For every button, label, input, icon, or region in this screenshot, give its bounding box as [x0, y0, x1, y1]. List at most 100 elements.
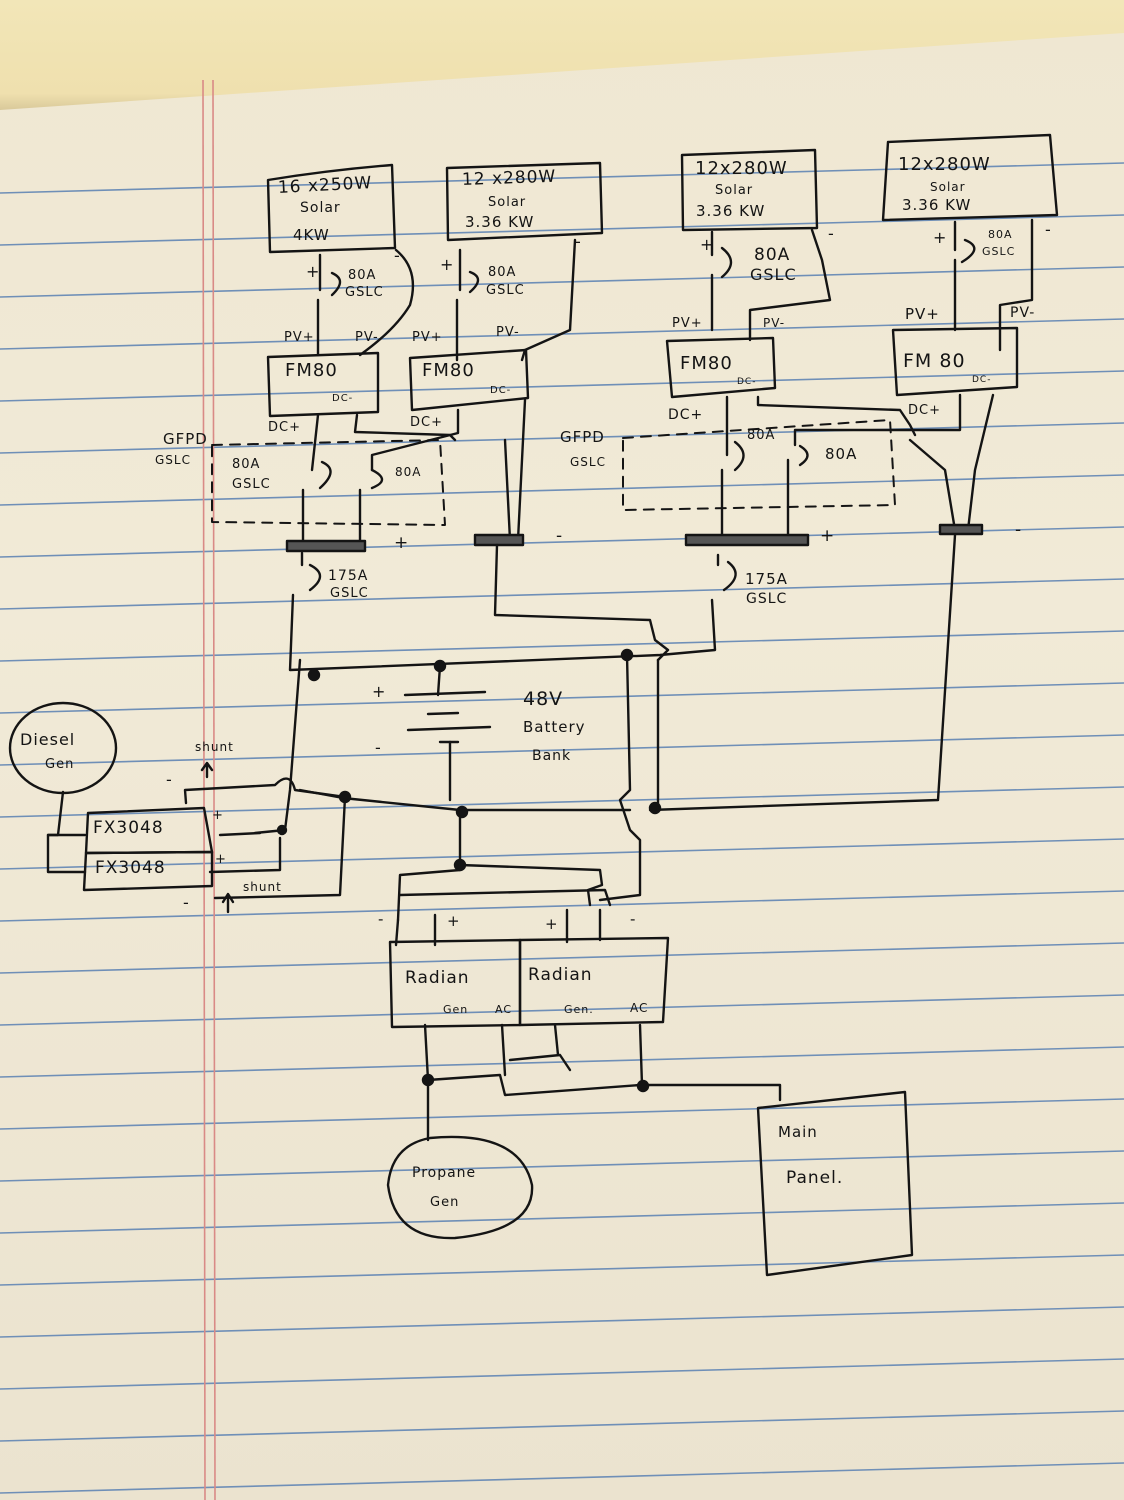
gfpd-1-sublabel: GSLC [155, 453, 191, 467]
array-breaker-1-type: GSLC [345, 285, 384, 300]
ruled-line [0, 162, 1124, 194]
minus-sign: - [394, 246, 401, 265]
array-breaker-2-type: GSLC [486, 283, 525, 298]
wire [908, 438, 957, 532]
ruled-line [0, 474, 1124, 506]
solar-array-box-3 [680, 148, 819, 232]
ruled-line [0, 370, 1124, 402]
propane-gen-line2: Gen [430, 1195, 460, 1210]
ruled-line [0, 1202, 1124, 1234]
solar-array-4-qty: 12x280W [898, 154, 991, 175]
shunt-arrow-icon [221, 892, 235, 914]
wire [370, 408, 460, 472]
wire [283, 658, 302, 832]
wire [748, 228, 832, 342]
gfpd-2-breaker-1: 80A [747, 428, 776, 443]
array-breaker-4-rating: 80A [988, 228, 1013, 241]
ruled-line [0, 214, 1124, 246]
breaker-symbol [330, 271, 342, 297]
wire [493, 543, 670, 662]
minus-sign: - [630, 910, 637, 928]
ruled-line [0, 1462, 1124, 1494]
fx-inverter-1-name: FX3048 [93, 818, 164, 838]
cc-3-dc-pos: DC+ [668, 407, 704, 423]
ruled-lines [0, 162, 1124, 1494]
wire [183, 777, 347, 805]
battery-label-line1: Battery [523, 718, 586, 736]
wire [398, 888, 612, 907]
breaker-symbol [318, 460, 332, 490]
ruled-line [0, 838, 1124, 870]
fx-inverter-box-2 [82, 850, 214, 892]
battery-voltage: 48V [523, 688, 564, 710]
cc-2-pv-pos: PV+ [412, 330, 443, 345]
cc-4-pv-pos: PV+ [905, 305, 940, 323]
wire [213, 795, 347, 900]
bus-breaker-2-type: GSLC [746, 591, 788, 607]
battery-symbol [403, 664, 492, 802]
charge-controller-box-3 [665, 336, 777, 399]
charge-controller-box-2 [408, 348, 530, 412]
wire [598, 653, 642, 902]
wire [426, 1073, 782, 1102]
gfpd-2-sublabel: GSLC [570, 455, 606, 469]
wire [458, 863, 604, 907]
ruled-line [0, 1046, 1124, 1078]
minus-sign: - [375, 738, 382, 757]
gfpd-box-1 [211, 439, 446, 526]
array-breaker-1-rating: 80A [348, 268, 377, 283]
junction-dot [455, 805, 469, 819]
gfpd-1-label: GFPD [163, 430, 208, 448]
breaker-symbol [370, 468, 384, 490]
minus-sign: - [1015, 520, 1023, 540]
cc-1-dc-pos: DC+ [268, 420, 301, 435]
plus-sign: + [447, 912, 461, 930]
bus-breaker-2-rating: 175A [745, 570, 788, 588]
wire [500, 1023, 507, 1077]
solar-array-box-1 [266, 163, 397, 254]
radian-2-ac: AC [630, 1001, 649, 1015]
ruled-line [0, 266, 1124, 298]
wire [648, 533, 957, 812]
charge-controller-box-4 [891, 326, 1019, 397]
propane-gen-circle [386, 1135, 534, 1240]
wire [553, 1023, 560, 1057]
main-panel-line1: Main [778, 1123, 818, 1141]
ruled-line [0, 422, 1124, 454]
solar-array-3-type: Solar [715, 183, 754, 198]
breaker-symbol [720, 246, 733, 279]
plus-sign: + [933, 228, 948, 247]
ruled-line [0, 630, 1124, 662]
ruled-line [0, 682, 1124, 714]
negative-busbar-2 [938, 523, 984, 536]
wire [793, 393, 962, 447]
array-breaker-2-rating: 80A [488, 265, 517, 280]
minus-sign: - [166, 770, 173, 789]
wire [638, 1023, 644, 1087]
solar-array-2-qty: 12 x280W [461, 166, 557, 190]
cc-1-dc-neg: DC- [332, 393, 354, 404]
cc-2-dc-neg: DC- [490, 385, 512, 396]
gfpd-1-breaker-2: 80A [395, 465, 422, 479]
wire [353, 413, 457, 442]
cc-3-pv-neg: PV- [763, 316, 786, 330]
gfpd-2-breaker-2: 80A [825, 445, 858, 463]
shunt-label: shunt [243, 880, 282, 894]
wire [508, 1053, 572, 1072]
cc-2-dc-pos: DC+ [410, 415, 443, 430]
cc-3-pv-pos: PV+ [672, 316, 703, 331]
breaker-symbol [798, 444, 809, 467]
ruled-line [0, 1098, 1124, 1130]
solar-array-box-4 [881, 133, 1059, 222]
junction-dot [636, 1079, 650, 1093]
ruled-line [0, 1150, 1124, 1182]
radian-inverter-box-2 [518, 936, 670, 1027]
ruled-line [0, 1306, 1124, 1338]
wire [218, 831, 262, 837]
solar-array-4-type: Solar [930, 180, 966, 194]
plus-sign: + [215, 852, 227, 867]
negative-busbar-1 [473, 533, 525, 547]
array-breaker-4-type: GSLC [982, 245, 1016, 258]
wire [288, 593, 717, 672]
